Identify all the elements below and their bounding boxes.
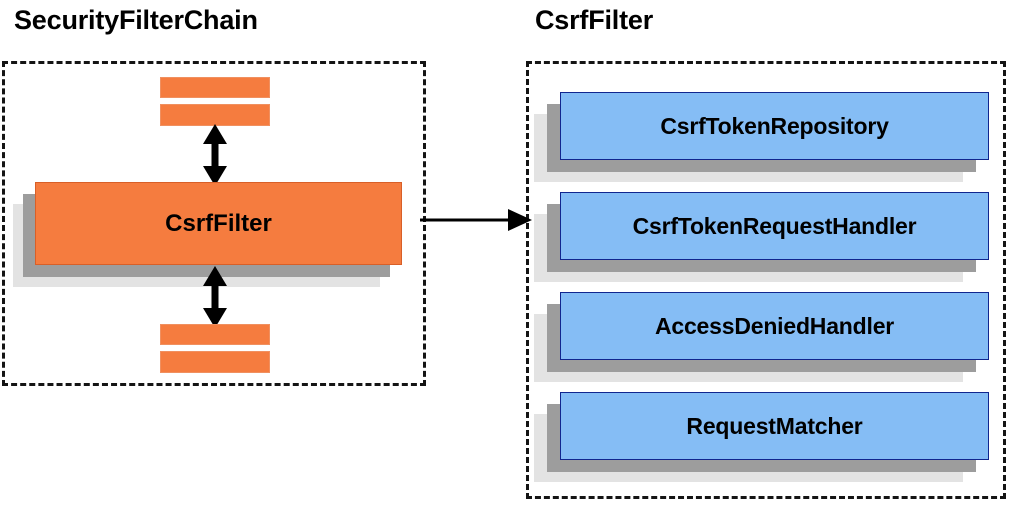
filter-bar-preceding-2 <box>160 104 270 126</box>
arrow-securityfilterchain-to-csrffilter-icon <box>420 209 532 231</box>
csrf-filter-collaborators-container <box>526 61 1006 499</box>
csrf-filter-box-face: CsrfFilter <box>35 182 402 265</box>
collaborator-card-face: AccessDeniedHandler <box>560 292 989 360</box>
collaborator-card-csrftokenrequesthandler[interactable]: CsrfTokenRequestHandler <box>534 192 989 289</box>
security-filter-chain-container <box>2 61 426 386</box>
filter-bar-preceding-1 <box>160 77 270 98</box>
collaborator-card-csrftokenrepository[interactable]: CsrfTokenRepository <box>534 92 989 189</box>
collaborator-card-face: RequestMatcher <box>560 392 989 460</box>
filter-bar-following-1 <box>160 324 270 345</box>
page-title-csrf-filter: CsrfFilter <box>535 5 654 35</box>
csrf-filter-box-label: CsrfFilter <box>165 209 272 237</box>
filter-bar-following-2 <box>160 351 270 373</box>
arrow-above-csrf-filter-icon <box>203 124 227 186</box>
collaborator-card-label: CsrfTokenRequestHandler <box>632 212 917 239</box>
arrow-below-csrf-filter-icon <box>203 266 227 328</box>
collaborator-card-label: CsrfTokenRepository <box>660 112 889 139</box>
collaborator-card-face: CsrfTokenRequestHandler <box>560 192 989 260</box>
collaborator-card-accessdeniedhandler[interactable]: AccessDeniedHandler <box>534 292 989 389</box>
csrf-filter-box[interactable]: CsrfFilter <box>13 182 402 287</box>
page-title-security-filter-chain: SecurityFilterChain <box>14 5 258 35</box>
collaborator-card-label: RequestMatcher <box>686 412 863 439</box>
collaborator-card-face: CsrfTokenRepository <box>560 92 989 160</box>
collaborator-card-requestmatcher[interactable]: RequestMatcher <box>534 392 989 489</box>
collaborator-card-label: AccessDeniedHandler <box>654 312 895 339</box>
